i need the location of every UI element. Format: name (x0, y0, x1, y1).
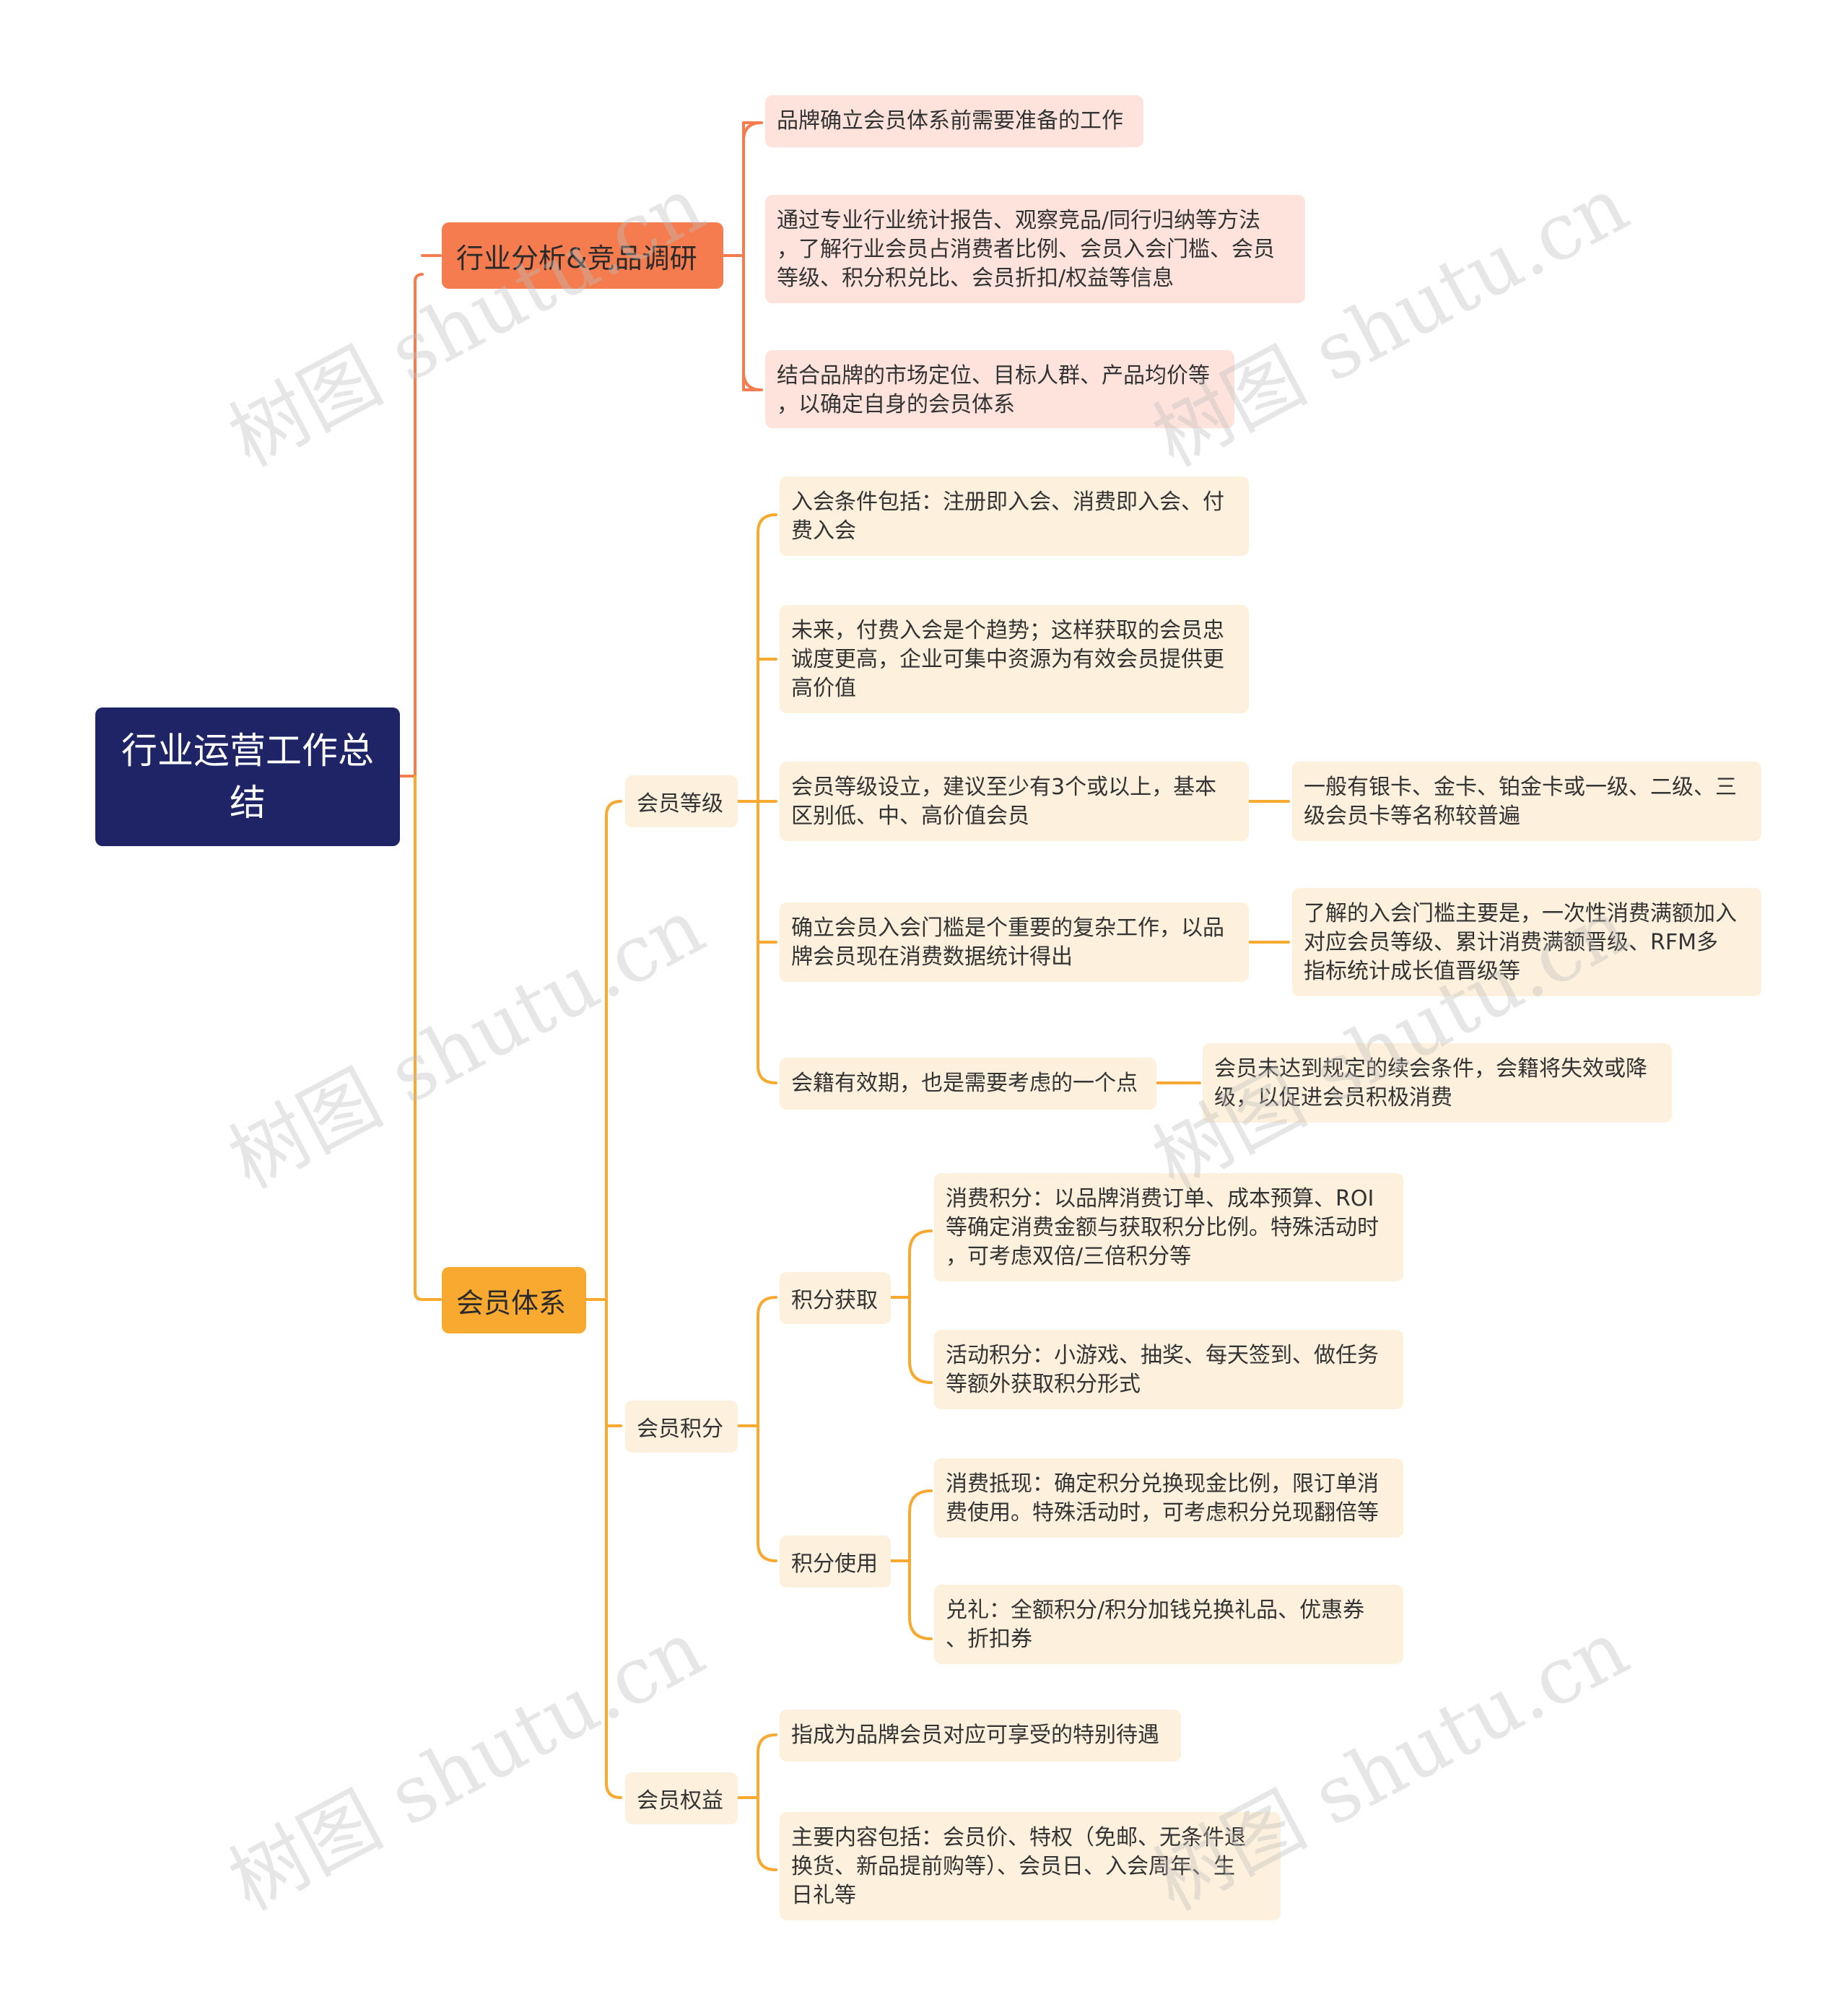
grade-item-2-line-3: 高价值 (791, 676, 856, 701)
rights-item-2-line-1: 主要内容包括：会员价、特权（免邮、无条件退 (791, 1825, 1246, 1850)
industry-item-2-line-2: ，了解行业会员占消费者比例、会员入会门槛、会员 (777, 237, 1275, 262)
rights-item-2-line-3: 日礼等 (791, 1883, 856, 1908)
industry-item-2-line-3: 等级、积分积兑比、会员折扣/权益等信息 (777, 266, 1174, 291)
use-item-1[interactable]: 消费抵现：确定积分兑换现金比例，限订单消 费使用。特殊活动时，可考虑积分兑现翻倍… (934, 1458, 1403, 1538)
topic-points-earn[interactable]: 积分获取 (780, 1272, 891, 1324)
topic-member-grade[interactable]: 会员等级 (625, 775, 738, 827)
grade-item-3-detail-line-2: 级会员卡等名称较普遍 (1304, 804, 1520, 829)
industry-item-3-line-1: 结合品牌的市场定位、目标人群、产品均价等 (777, 363, 1210, 388)
industry-item-2[interactable]: 通过专业行业统计报告、观察竞品/同行归纳等方法 ，了解行业会员占消费者比例、会员… (765, 195, 1305, 303)
grade-item-4-detail-line-3: 指标统计成长值晋级等 (1304, 959, 1520, 984)
root-title-line-1: 行业运营工作总 (121, 730, 374, 772)
branch-membership-system[interactable]: 会员体系 (442, 1267, 586, 1333)
earn-item-1-line-3: ，可考虑双倍/三倍积分等 (946, 1244, 1192, 1269)
use-item-2-line-2: 、折扣券 (946, 1627, 1032, 1652)
grade-item-2-line-1: 未来，付费入会是个趋势；这样获取的会员忠 (791, 618, 1224, 643)
earn-item-2[interactable]: 活动积分：小游戏、抽奖、每天签到、做任务 等额外获取积分形式 (934, 1330, 1403, 1409)
topic-points-use[interactable]: 积分使用 (780, 1536, 891, 1588)
grade-item-1-line-2: 费入会 (791, 518, 856, 544)
grade-item-1-line-1: 入会条件包括：注册即入会、消费即入会、付 (791, 489, 1224, 515)
branch-industry-analysis-label: 行业分析&竞品调研 (456, 242, 697, 274)
topic-member-grade-label: 会员等级 (637, 791, 723, 817)
grade-item-5-detail-line-1: 会员未达到规定的续会条件，会籍将失效或降 (1214, 1056, 1647, 1081)
earn-item-1[interactable]: 消费积分：以品牌消费订单、成本预算、ROI 等确定消费金额与获取积分比例。特殊活… (934, 1173, 1403, 1281)
grade-item-2[interactable]: 未来，付费入会是个趋势；这样获取的会员忠 诚度更高，企业可集中资源为有效会员提供… (780, 605, 1249, 713)
grade-item-3-detail-line-1: 一般有银卡、金卡、铂金卡或一级、二级、三 (1304, 775, 1737, 800)
use-item-2[interactable]: 兑礼：全额积分/积分加钱兑换礼品、优惠券 、折扣券 (934, 1585, 1403, 1664)
rights-item-2-line-2: 换货、新品提前购等）、会员日、入会周年、生 (791, 1854, 1235, 1879)
industry-item-1-line-1: 品牌确立会员体系前需要准备的工作 (777, 108, 1123, 134)
rights-item-2[interactable]: 主要内容包括：会员价、特权（免邮、无条件退 换货、新品提前购等）、会员日、入会周… (780, 1812, 1281, 1920)
topic-points-use-label: 积分使用 (791, 1551, 878, 1577)
grade-item-5-line-1: 会籍有效期，也是需要考虑的一个点 (791, 1071, 1138, 1096)
industry-item-3[interactable]: 结合品牌的市场定位、目标人群、产品均价等 ，以确定自身的会员体系 (765, 350, 1234, 428)
grade-item-3-detail[interactable]: 一般有银卡、金卡、铂金卡或一级、二级、三 级会员卡等名称较普遍 (1292, 762, 1761, 841)
grade-item-5-detail[interactable]: 会员未达到规定的续会条件，会籍将失效或降 级，以促进会员积极消费 (1203, 1043, 1672, 1123)
topic-member-rights[interactable]: 会员权益 (625, 1772, 738, 1824)
industry-item-2-line-1: 通过专业行业统计报告、观察竞品/同行归纳等方法 (777, 208, 1261, 233)
grade-item-4-detail[interactable]: 了解的入会门槛主要是，一次性消费满额加入 对应会员等级、累计消费满额晋级、RFM… (1292, 888, 1761, 996)
root-topic[interactable]: 行业运营工作总结 (95, 708, 400, 846)
grade-item-4-detail-line-2: 对应会员等级、累计消费满额晋级、RFM多 (1304, 930, 1718, 955)
industry-item-3-line-2: ，以确定自身的会员体系 (777, 392, 1015, 417)
branch-industry-analysis[interactable]: 行业分析&竞品调研 (442, 222, 723, 289)
industry-item-1[interactable]: 品牌确立会员体系前需要准备的工作 (765, 95, 1143, 147)
grade-item-3-line-1: 会员等级设立，建议至少有3个或以上，基本 (791, 775, 1217, 800)
branch-membership-system-label: 会员体系 (456, 1287, 567, 1319)
grade-item-5[interactable]: 会籍有效期，也是需要考虑的一个点 (780, 1058, 1156, 1110)
grade-item-4-detail-line-1: 了解的入会门槛主要是，一次性消费满额加入 (1304, 901, 1737, 926)
grade-item-3-line-2: 区别低、中、高价值会员 (791, 804, 1029, 829)
grade-item-5-detail-line-2: 级，以促进会员积极消费 (1214, 1085, 1452, 1110)
earn-item-2-line-2: 等额外获取积分形式 (946, 1372, 1141, 1397)
use-item-2-line-1: 兑礼：全额积分/积分加钱兑换礼品、优惠券 (946, 1598, 1365, 1623)
earn-item-2-line-1: 活动积分：小游戏、抽奖、每天签到、做任务 (946, 1343, 1379, 1368)
grade-item-1[interactable]: 入会条件包括：注册即入会、消费即入会、付 费入会 (780, 476, 1249, 556)
root-title-line-2: 结 (230, 782, 266, 824)
topic-points-earn-label: 积分获取 (791, 1288, 878, 1313)
use-item-1-line-1: 消费抵现：确定积分兑换现金比例，限订单消 (946, 1471, 1379, 1497)
grade-item-2-line-2: 诚度更高，企业可集中资源为有效会员提供更 (791, 647, 1224, 672)
rights-item-1[interactable]: 指成为品牌会员对应可享受的特别待遇 (780, 1710, 1181, 1762)
earn-item-1-line-1: 消费积分：以品牌消费订单、成本预算、ROI (946, 1186, 1374, 1211)
rights-item-1-line-1: 指成为品牌会员对应可享受的特别待遇 (791, 1723, 1159, 1748)
topic-member-points-label: 会员积分 (637, 1416, 723, 1442)
topic-member-rights-label: 会员权益 (637, 1788, 723, 1814)
topic-member-points[interactable]: 会员积分 (625, 1401, 738, 1453)
earn-item-1-line-2: 等确定消费金额与获取积分比例。特殊活动时 (946, 1215, 1379, 1240)
grade-item-4-line-1: 确立会员入会门槛是个重要的复杂工作，以品 (791, 915, 1224, 941)
grade-item-4[interactable]: 确立会员入会门槛是个重要的复杂工作，以品 牌会员现在消费数据统计得出 (780, 902, 1249, 982)
grade-item-4-line-2: 牌会员现在消费数据统计得出 (791, 944, 1073, 970)
grade-item-3[interactable]: 会员等级设立，建议至少有3个或以上，基本 区别低、中、高价值会员 (780, 762, 1249, 841)
use-item-1-line-2: 费使用。特殊活动时，可考虑积分兑现翻倍等 (946, 1500, 1379, 1525)
